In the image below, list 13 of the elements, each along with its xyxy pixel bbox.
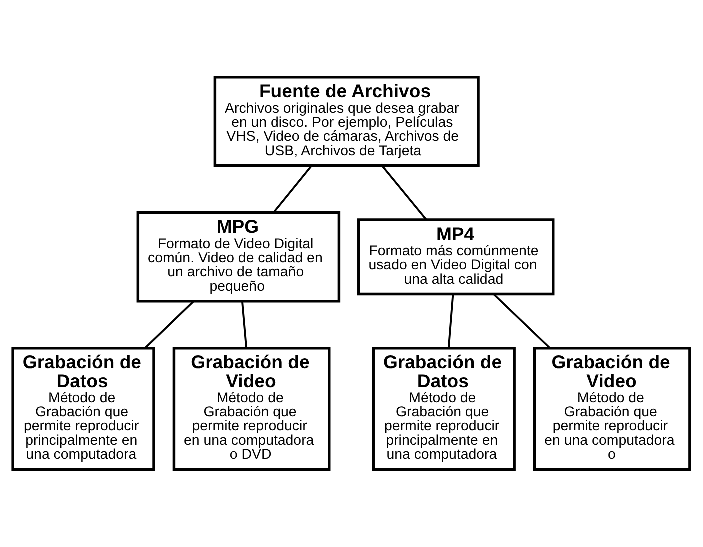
- connector: [382, 165, 428, 220]
- node-box: MPG Formato de Video Digital común. Video de calidad en un archivo de tamaño pequeño: [136, 212, 341, 303]
- node-box: Grabación de Datos Método de Grabación que permite reproducir principalmente en una computadora: [12, 346, 156, 471]
- node-box: Grabación de Video Método de Grabación que permite reproducir en una computadora o DVD: [172, 346, 331, 471]
- connector: [493, 294, 551, 349]
- connector: [144, 300, 194, 349]
- connector: [242, 301, 248, 348]
- node-box: MP4 Formato más comúnmente usado en Video Digital con una alta calidad: [358, 218, 555, 296]
- connector: [448, 294, 454, 348]
- node-box: Fuente de Archivos Archivos originales que desea grabar en un disco. Por ejemplo, Películas VHS, Video de cámaras, Archivos de USB, Archivos de Tarjeta: [214, 76, 480, 168]
- connector: [273, 165, 312, 214]
- node-box: Grabación de Video Método de Grabación que permite reproducir en una computadora o: [533, 346, 692, 471]
- node-box: Grabación de Datos Método de Grabación que permite reproducir principalmente en una computadora: [372, 346, 516, 471]
